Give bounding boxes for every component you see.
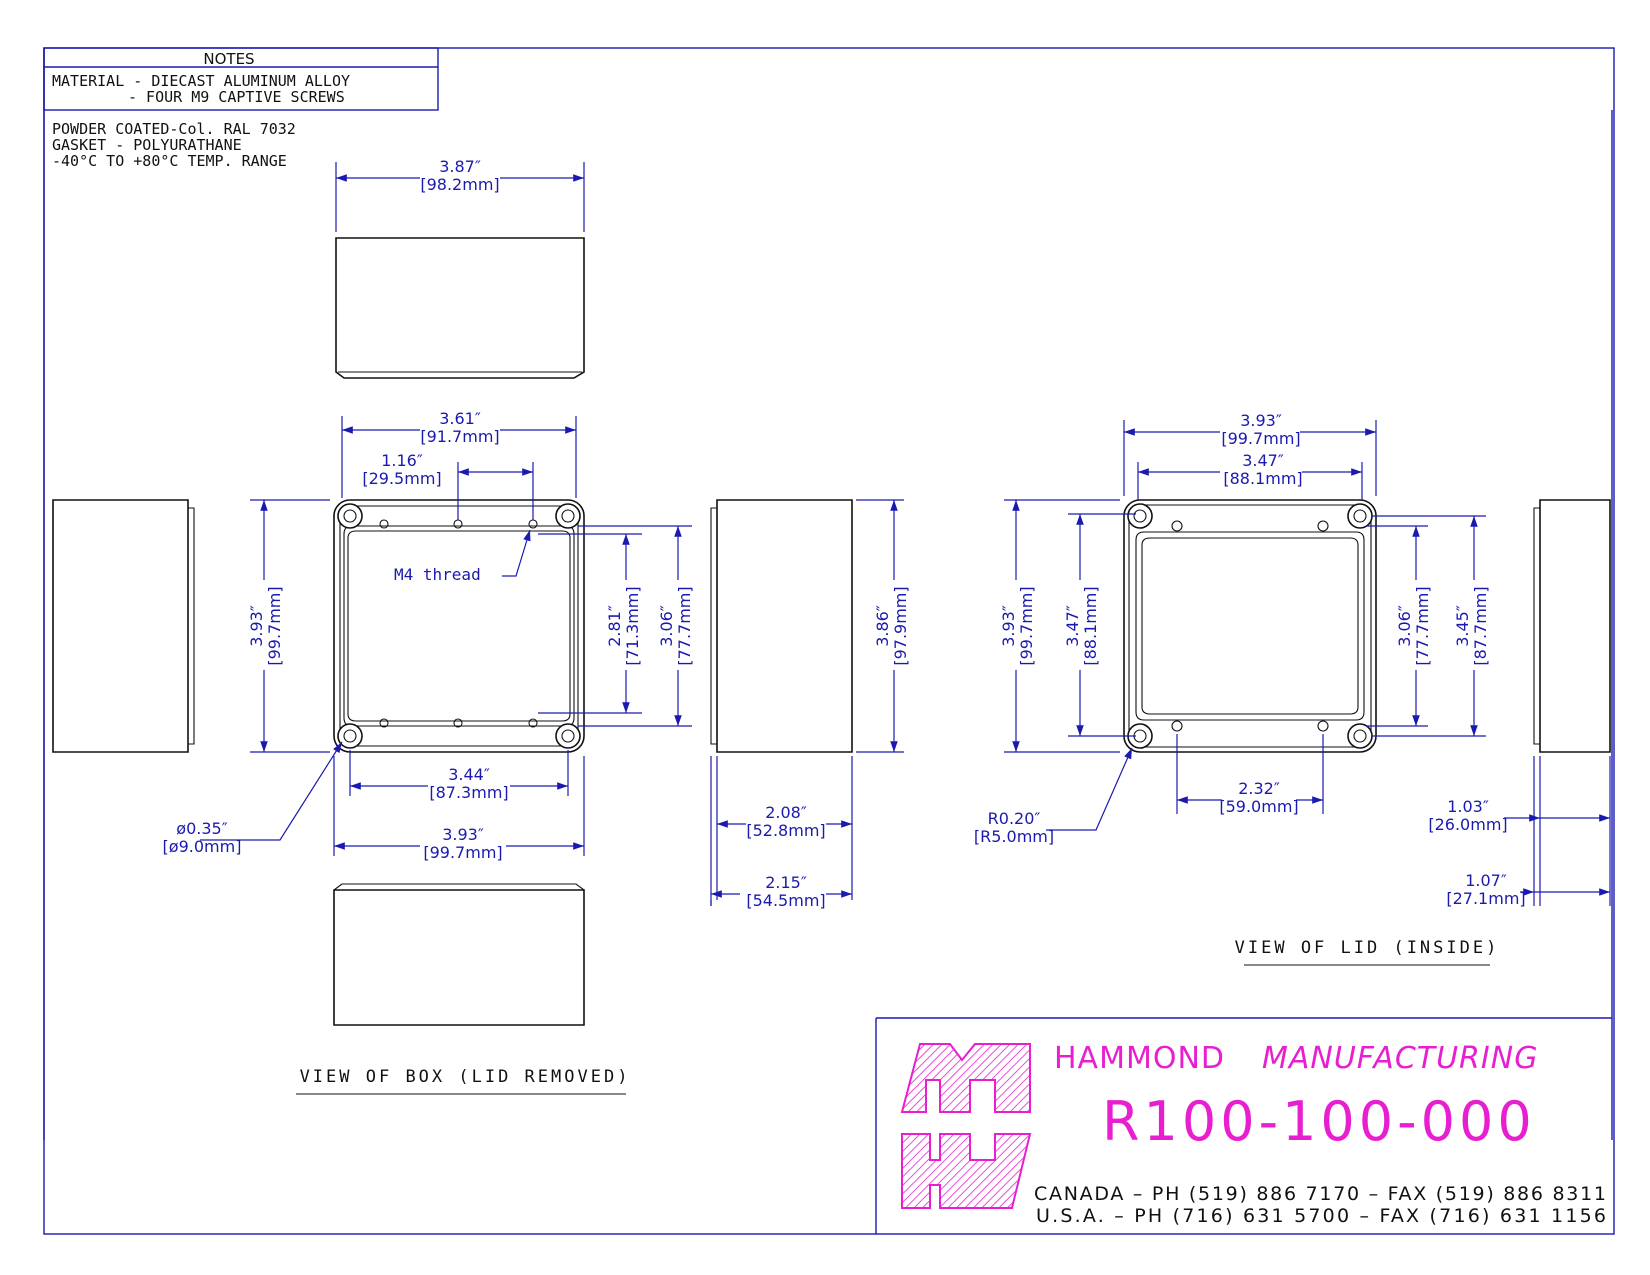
dim-lid-inner-height-mm: [88.1mm] [1081, 586, 1100, 665]
dim-side-depth2-mm: [54.5mm] [746, 891, 825, 910]
dim-lid-inner-width-in: 3.47″ [1242, 451, 1284, 470]
dim-side-depth1-mm: [52.8mm] [746, 821, 825, 840]
box-corner-hole [555, 723, 581, 749]
dim-side-depth2-in: 2.15″ [765, 873, 807, 892]
dim-box-bottom-inner-in: 3.44″ [448, 765, 490, 784]
lid-plan-outer [1123, 499, 1377, 753]
box-right-elevation [716, 499, 853, 753]
box-corner-hole [555, 503, 581, 529]
dim-box-hole-spacing-mm: [29.5mm] [362, 469, 441, 488]
dim-lid-right-h1-mm: [77.7mm] [1413, 586, 1432, 665]
dim-box-bottom-inner-mm: [87.3mm] [429, 783, 508, 802]
lid-view-title: VIEW OF LID (INSIDE) [1235, 938, 1500, 958]
dim-box-hole-dia-in: ø0.35″ [176, 819, 227, 838]
dim-lid-depth2-in: 1.07″ [1465, 871, 1507, 890]
notes-block: NOTES MATERIAL - DIECAST ALUMINUM ALLOY … [43, 47, 439, 170]
dim-box-height-mm: [99.7mm] [265, 586, 284, 665]
box-top-elevation [335, 237, 585, 379]
dim-box-hole-dia-mm: [ø9.0mm] [163, 837, 242, 856]
box-corner-hole [337, 503, 363, 529]
dim-lid-inner-width-mm: [88.1mm] [1223, 469, 1302, 488]
box-view-title: VIEW OF BOX (LID REMOVED) [300, 1067, 631, 1087]
dim-lid-depth2-mm: [27.1mm] [1446, 889, 1525, 908]
lid-corner-hole [1347, 503, 1373, 529]
dim-box-bottom-width-mm: [99.7mm] [423, 843, 502, 862]
notes-line-1: MATERIAL - DIECAST ALUMINUM ALLOY [52, 72, 350, 90]
lid-side-elevation [1539, 499, 1611, 753]
dim-lid-right-h2-in: 3.45″ [1453, 605, 1472, 647]
box-bottom-elevation [333, 889, 585, 1026]
box-corner-hole [337, 723, 363, 749]
dim-box-height-in: 3.93″ [247, 605, 266, 647]
dim-lid-right-h1-in: 3.06″ [1395, 605, 1414, 647]
dim-box-hole-spacing-in: 1.16″ [381, 451, 423, 470]
dim-box-top-width-in: 3.87″ [439, 157, 481, 176]
company-name-2: MANUFACTURING [1262, 1041, 1538, 1076]
dim-box-bottom-width-in: 3.93″ [442, 825, 484, 844]
notes-line-4: GASKET - POLYURATHANE [52, 136, 242, 154]
dim-lid-hole-spacing-mm: [59.0mm] [1219, 797, 1298, 816]
lid-corner-hole [1127, 503, 1153, 529]
dim-side-height-in: 3.86″ [873, 605, 892, 647]
dim-box-inner-width-in: 3.61″ [439, 409, 481, 428]
contact-usa: U.S.A. – PH (716) 631 5700 – FAX (716) 6… [1036, 1205, 1606, 1227]
hammond-logo [900, 1043, 1032, 1209]
dim-box-inner-height2-in: 3.06″ [657, 605, 676, 647]
dim-lid-height-mm: [99.7mm] [1017, 586, 1036, 665]
thread-label: M4 thread [394, 565, 481, 584]
notes-line-5: -40°C TO +80°C TEMP. RANGE [52, 152, 287, 170]
box-left-elevation [52, 499, 189, 753]
company-name: HAMMOND [1054, 1041, 1225, 1076]
contact-canada: CANADA – PH (519) 886 7170 – FAX (519) 8… [1034, 1183, 1606, 1205]
dim-box-top-width-mm: [98.2mm] [420, 175, 499, 194]
notes-line-3: POWDER COATED-Col. RAL 7032 [52, 120, 296, 138]
box-view: 3.87″ [98.2mm] 3.61″ [91.7mm] 1.16″ [29.… [52, 157, 910, 1095]
dim-lid-depth1-in: 1.03″ [1447, 797, 1489, 816]
dim-lid-right-h2-mm: [87.7mm] [1471, 586, 1490, 665]
dim-lid-inner-height-in: 3.47″ [1063, 605, 1082, 647]
dim-box-inner-width-mm: [91.7mm] [420, 427, 499, 446]
dim-lid-hole-spacing-in: 2.32″ [1238, 779, 1280, 798]
dim-box-inner-height-in: 2.81″ [605, 605, 624, 647]
dim-lid-height-in: 3.93″ [999, 605, 1018, 647]
part-number: R100-100-000 [1102, 1090, 1536, 1153]
dim-side-depth1-in: 2.08″ [765, 803, 807, 822]
lid-view: 3.93″ [99.7mm] 3.47″ [88.1mm] 3.93″ [99.… [974, 411, 1611, 966]
dim-lid-width-mm: [99.7mm] [1221, 429, 1300, 448]
lid-corner-hole [1347, 723, 1373, 749]
box-plan-outer [333, 499, 585, 753]
dim-lid-width-in: 3.93″ [1240, 411, 1282, 430]
dim-side-height-mm: [97.9mm] [891, 586, 910, 665]
dim-lid-radius-mm: [R5.0mm] [974, 827, 1054, 846]
notes-header: NOTES [203, 50, 254, 68]
title-block: HAMMOND MANUFACTURING R100-100-000 CANAD… [875, 1017, 1612, 1234]
dim-lid-depth1-mm: [26.0mm] [1428, 815, 1507, 834]
dim-box-inner-height-mm: [71.3mm] [623, 586, 642, 665]
dim-box-inner-height2-mm: [77.7mm] [675, 586, 694, 665]
notes-line-2: - FOUR M9 CAPTIVE SCREWS [128, 88, 345, 106]
dim-lid-radius-in: R0.20″ [988, 809, 1041, 828]
